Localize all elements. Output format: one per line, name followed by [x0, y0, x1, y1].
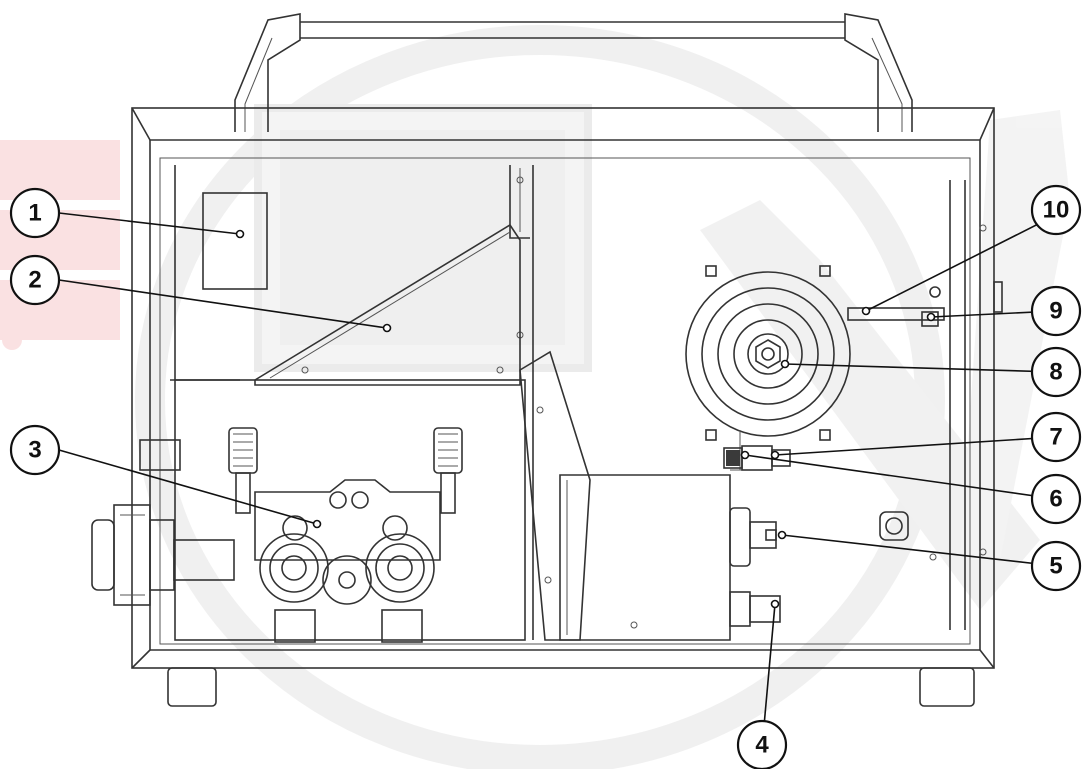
left-compartment	[174, 165, 534, 640]
leader-4-tip	[770, 599, 780, 609]
leader-10-tip	[861, 306, 871, 316]
callout-5: 5	[1030, 540, 1082, 592]
spool-brake	[847, 286, 945, 327]
callout-2: 2	[9, 254, 61, 306]
callout-6-label: 6	[1049, 486, 1062, 513]
callout-9-label: 9	[1049, 298, 1062, 325]
callout-7-label: 7	[1049, 424, 1062, 451]
callout-2-label: 2	[28, 267, 41, 294]
leader-8	[784, 363, 1057, 373]
wire-guide-plate	[254, 223, 521, 386]
callout-1: 1	[9, 187, 61, 239]
callout-3-label: 3	[28, 437, 41, 464]
leader-6-tip	[740, 450, 750, 460]
housing	[131, 107, 995, 707]
callouts: 1 2 3 4 5 6 7 8	[9, 184, 1082, 769]
wire-feeder	[174, 379, 526, 643]
callout-4-label: 4	[755, 732, 769, 759]
callout-5-label: 5	[1049, 553, 1062, 580]
callout-7: 7	[1030, 411, 1082, 463]
callout-8: 8	[1030, 346, 1082, 398]
callout-1-label: 1	[28, 200, 41, 227]
leader-5-tip	[777, 530, 787, 540]
callout-10-label: 10	[1043, 197, 1070, 224]
leader-6	[744, 454, 1057, 500]
leader-lines	[58, 212, 1057, 749]
callout-3: 3	[9, 424, 61, 476]
leader-2-tip	[382, 323, 392, 333]
callout-6: 6	[1030, 473, 1082, 525]
leader-3-tip	[312, 519, 322, 529]
leader-5	[781, 534, 1057, 567]
callout-10: 10	[1030, 184, 1082, 236]
carry-handle	[234, 13, 913, 132]
leader-9-tip	[926, 312, 936, 322]
leader-7-tip	[770, 450, 780, 460]
leader-2	[58, 279, 388, 329]
callout-8-label: 8	[1049, 359, 1062, 386]
leader-8-tip	[780, 359, 790, 369]
centre-board	[519, 350, 731, 641]
gas-connectors	[723, 445, 791, 627]
leader-1-tip	[235, 229, 245, 239]
callout-9: 9	[1030, 285, 1082, 337]
leader-1	[58, 212, 241, 235]
callout-4: 4	[736, 719, 788, 769]
leader-10	[865, 214, 1057, 312]
leader-7	[774, 436, 1057, 456]
leader-3	[58, 449, 318, 525]
wire-spool-holder	[685, 265, 851, 471]
